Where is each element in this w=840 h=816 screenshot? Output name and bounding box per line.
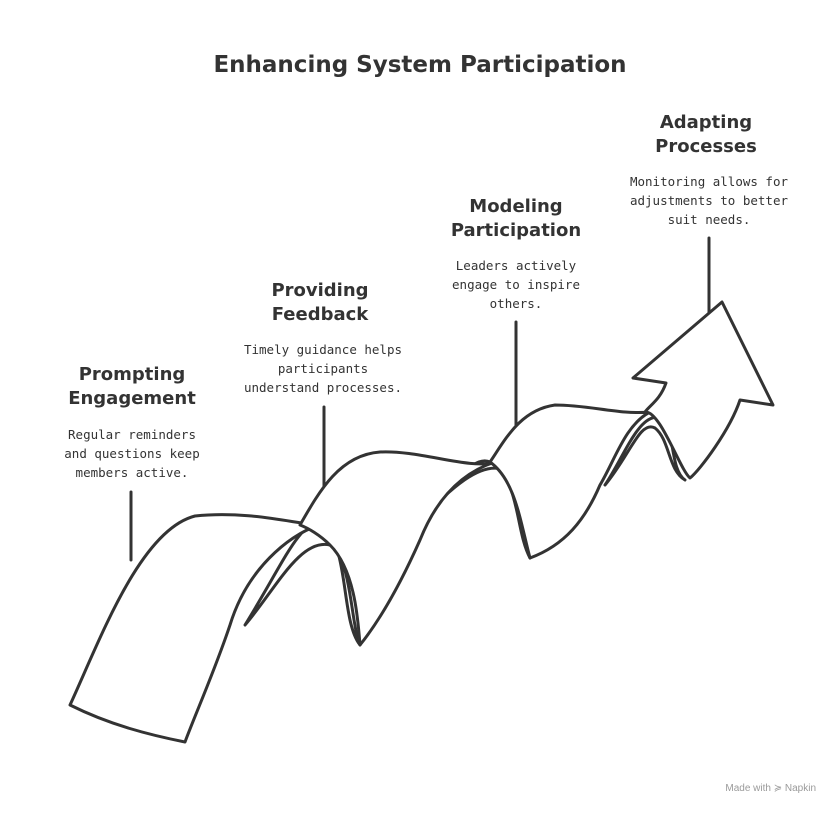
- step-1-description: Regular reminders and questions keep mem…: [42, 425, 222, 482]
- step-4-title: Adapting Processes: [626, 111, 786, 159]
- ribbon-segment-3: [488, 403, 652, 560]
- step-3-desc-line-1: Leaders actively: [455, 258, 577, 273]
- step-3-desc-line-3: others.: [489, 296, 543, 311]
- ribbon-segment-2: [298, 450, 497, 647]
- step-4-desc-line-1: Monitoring allows for: [629, 174, 789, 189]
- diagram-title: Enhancing System Participation: [213, 52, 627, 78]
- step-2-desc-line-3: understand processes.: [243, 380, 403, 395]
- step-2-desc-line-1: Timely guidance helps: [243, 342, 403, 357]
- step-3-title-line-1: Modeling: [469, 196, 563, 217]
- ribbon-segment-1: [68, 513, 322, 744]
- step-1-desc-line-1: Regular reminders: [68, 427, 196, 442]
- step-1-title-line-2: Engagement: [68, 388, 196, 409]
- arrow-head: [631, 300, 775, 480]
- step-1-desc-line-2: and questions keep: [64, 446, 200, 461]
- step-4-title-line-2: Processes: [655, 136, 757, 157]
- step-3-title-line-2: Participation: [450, 220, 582, 241]
- step-3-desc-line-2: engage to inspire: [452, 277, 580, 292]
- step-4-desc-line-3: suit needs.: [667, 212, 751, 227]
- step-1-title-line-1: Prompting: [78, 364, 186, 385]
- step-4-description: Monitoring allows for adjustments to bet…: [611, 172, 807, 229]
- step-4-desc-line-2: adjustments to better: [629, 193, 789, 208]
- step-2-title-line-1: Providing: [271, 280, 369, 301]
- step-1-desc-line-3: members active.: [75, 465, 189, 480]
- step-2-description: Timely guidance helps participants under…: [228, 340, 418, 397]
- step-4-title-line-1: Adapting: [659, 112, 753, 133]
- step-1-title: Prompting Engagement: [52, 363, 212, 411]
- step-2-desc-line-2: participants: [277, 361, 369, 376]
- footer-credit: Made with ≽ Napkin: [725, 783, 816, 794]
- step-3-title: Modeling Participation: [436, 195, 596, 243]
- step-2-title-line-2: Feedback: [271, 304, 369, 325]
- step-2-title: Providing Feedback: [240, 279, 400, 327]
- step-3-description: Leaders actively engage to inspire other…: [426, 256, 606, 313]
